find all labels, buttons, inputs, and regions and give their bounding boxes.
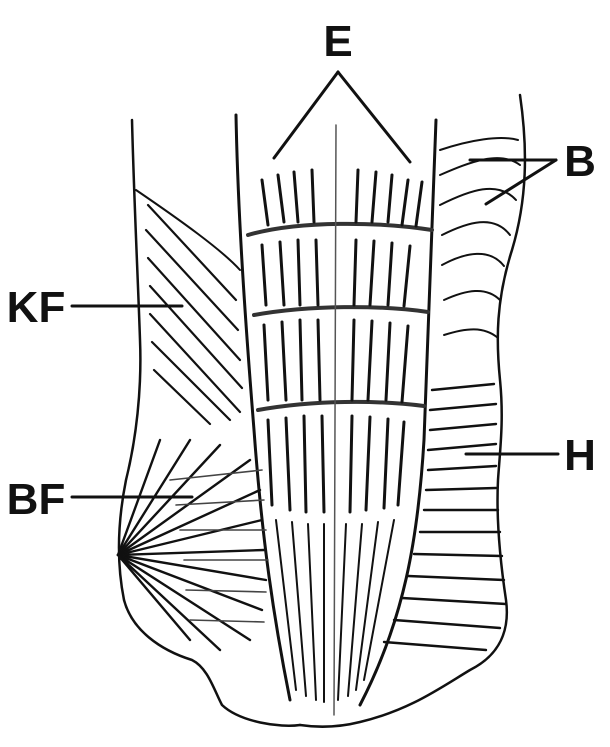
- lower-flank-muscle: [118, 440, 268, 650]
- label-kf: KF: [7, 283, 66, 332]
- label-e: E: [323, 17, 352, 66]
- torso-outline: [119, 95, 525, 727]
- label-bf: BF: [7, 475, 66, 524]
- muscle-labels: E B KF H BF: [7, 17, 596, 524]
- leader-e-left: [274, 72, 338, 158]
- label-leader-lines: [72, 72, 558, 497]
- leader-e-right: [338, 72, 410, 162]
- rectus-abdominis: [236, 115, 436, 715]
- label-b: B: [564, 137, 596, 186]
- label-h: H: [564, 431, 596, 480]
- leader-b-lower: [486, 160, 556, 204]
